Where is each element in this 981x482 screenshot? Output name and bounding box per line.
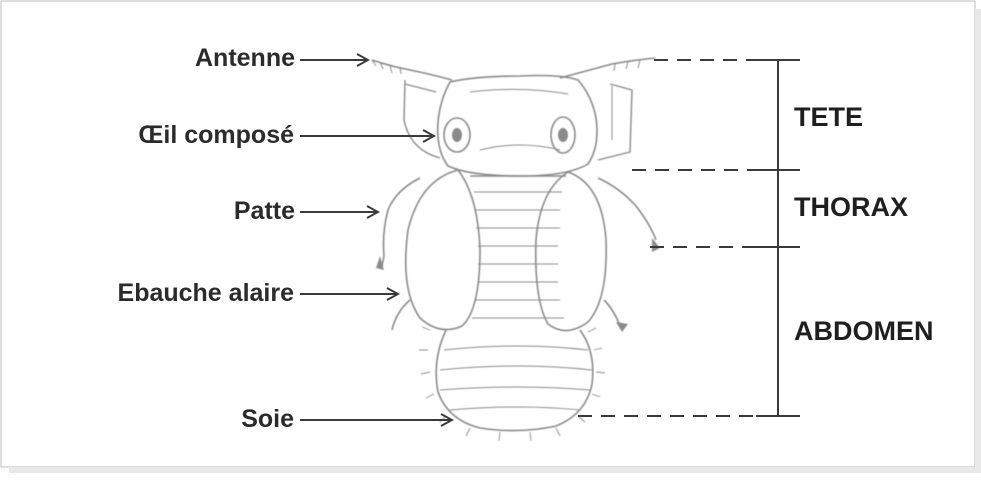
label-soie: Soie — [241, 407, 294, 432]
label-patte: Patte — [234, 199, 295, 224]
leg-right-1 — [598, 178, 656, 240]
antenna-right — [560, 58, 655, 78]
antenna-left — [372, 60, 452, 80]
label-tete: TETE — [794, 104, 863, 131]
frame-border — [1, 1, 975, 467]
label-ebauche-alaire: Ebauche alaire — [118, 281, 294, 306]
left-arrows — [300, 60, 452, 420]
right-markers — [578, 60, 800, 416]
leg-left-1 — [382, 178, 420, 266]
frame-shadow-bottom — [9, 467, 975, 473]
abdomen — [436, 330, 593, 431]
wing-bud-right — [536, 172, 606, 331]
label-thorax: THORAX — [794, 194, 908, 221]
label-abdomen: ABDOMEN — [794, 318, 934, 345]
wing-bud-left — [406, 170, 480, 330]
insect-sketch — [372, 58, 660, 441]
leg-left-2 — [392, 300, 410, 330]
frame-shadow-right — [975, 9, 981, 473]
label-antenne: Antenne — [195, 46, 295, 71]
label-oeil-compose: Œil composé — [138, 123, 294, 148]
leg-right-2 — [604, 300, 620, 326]
